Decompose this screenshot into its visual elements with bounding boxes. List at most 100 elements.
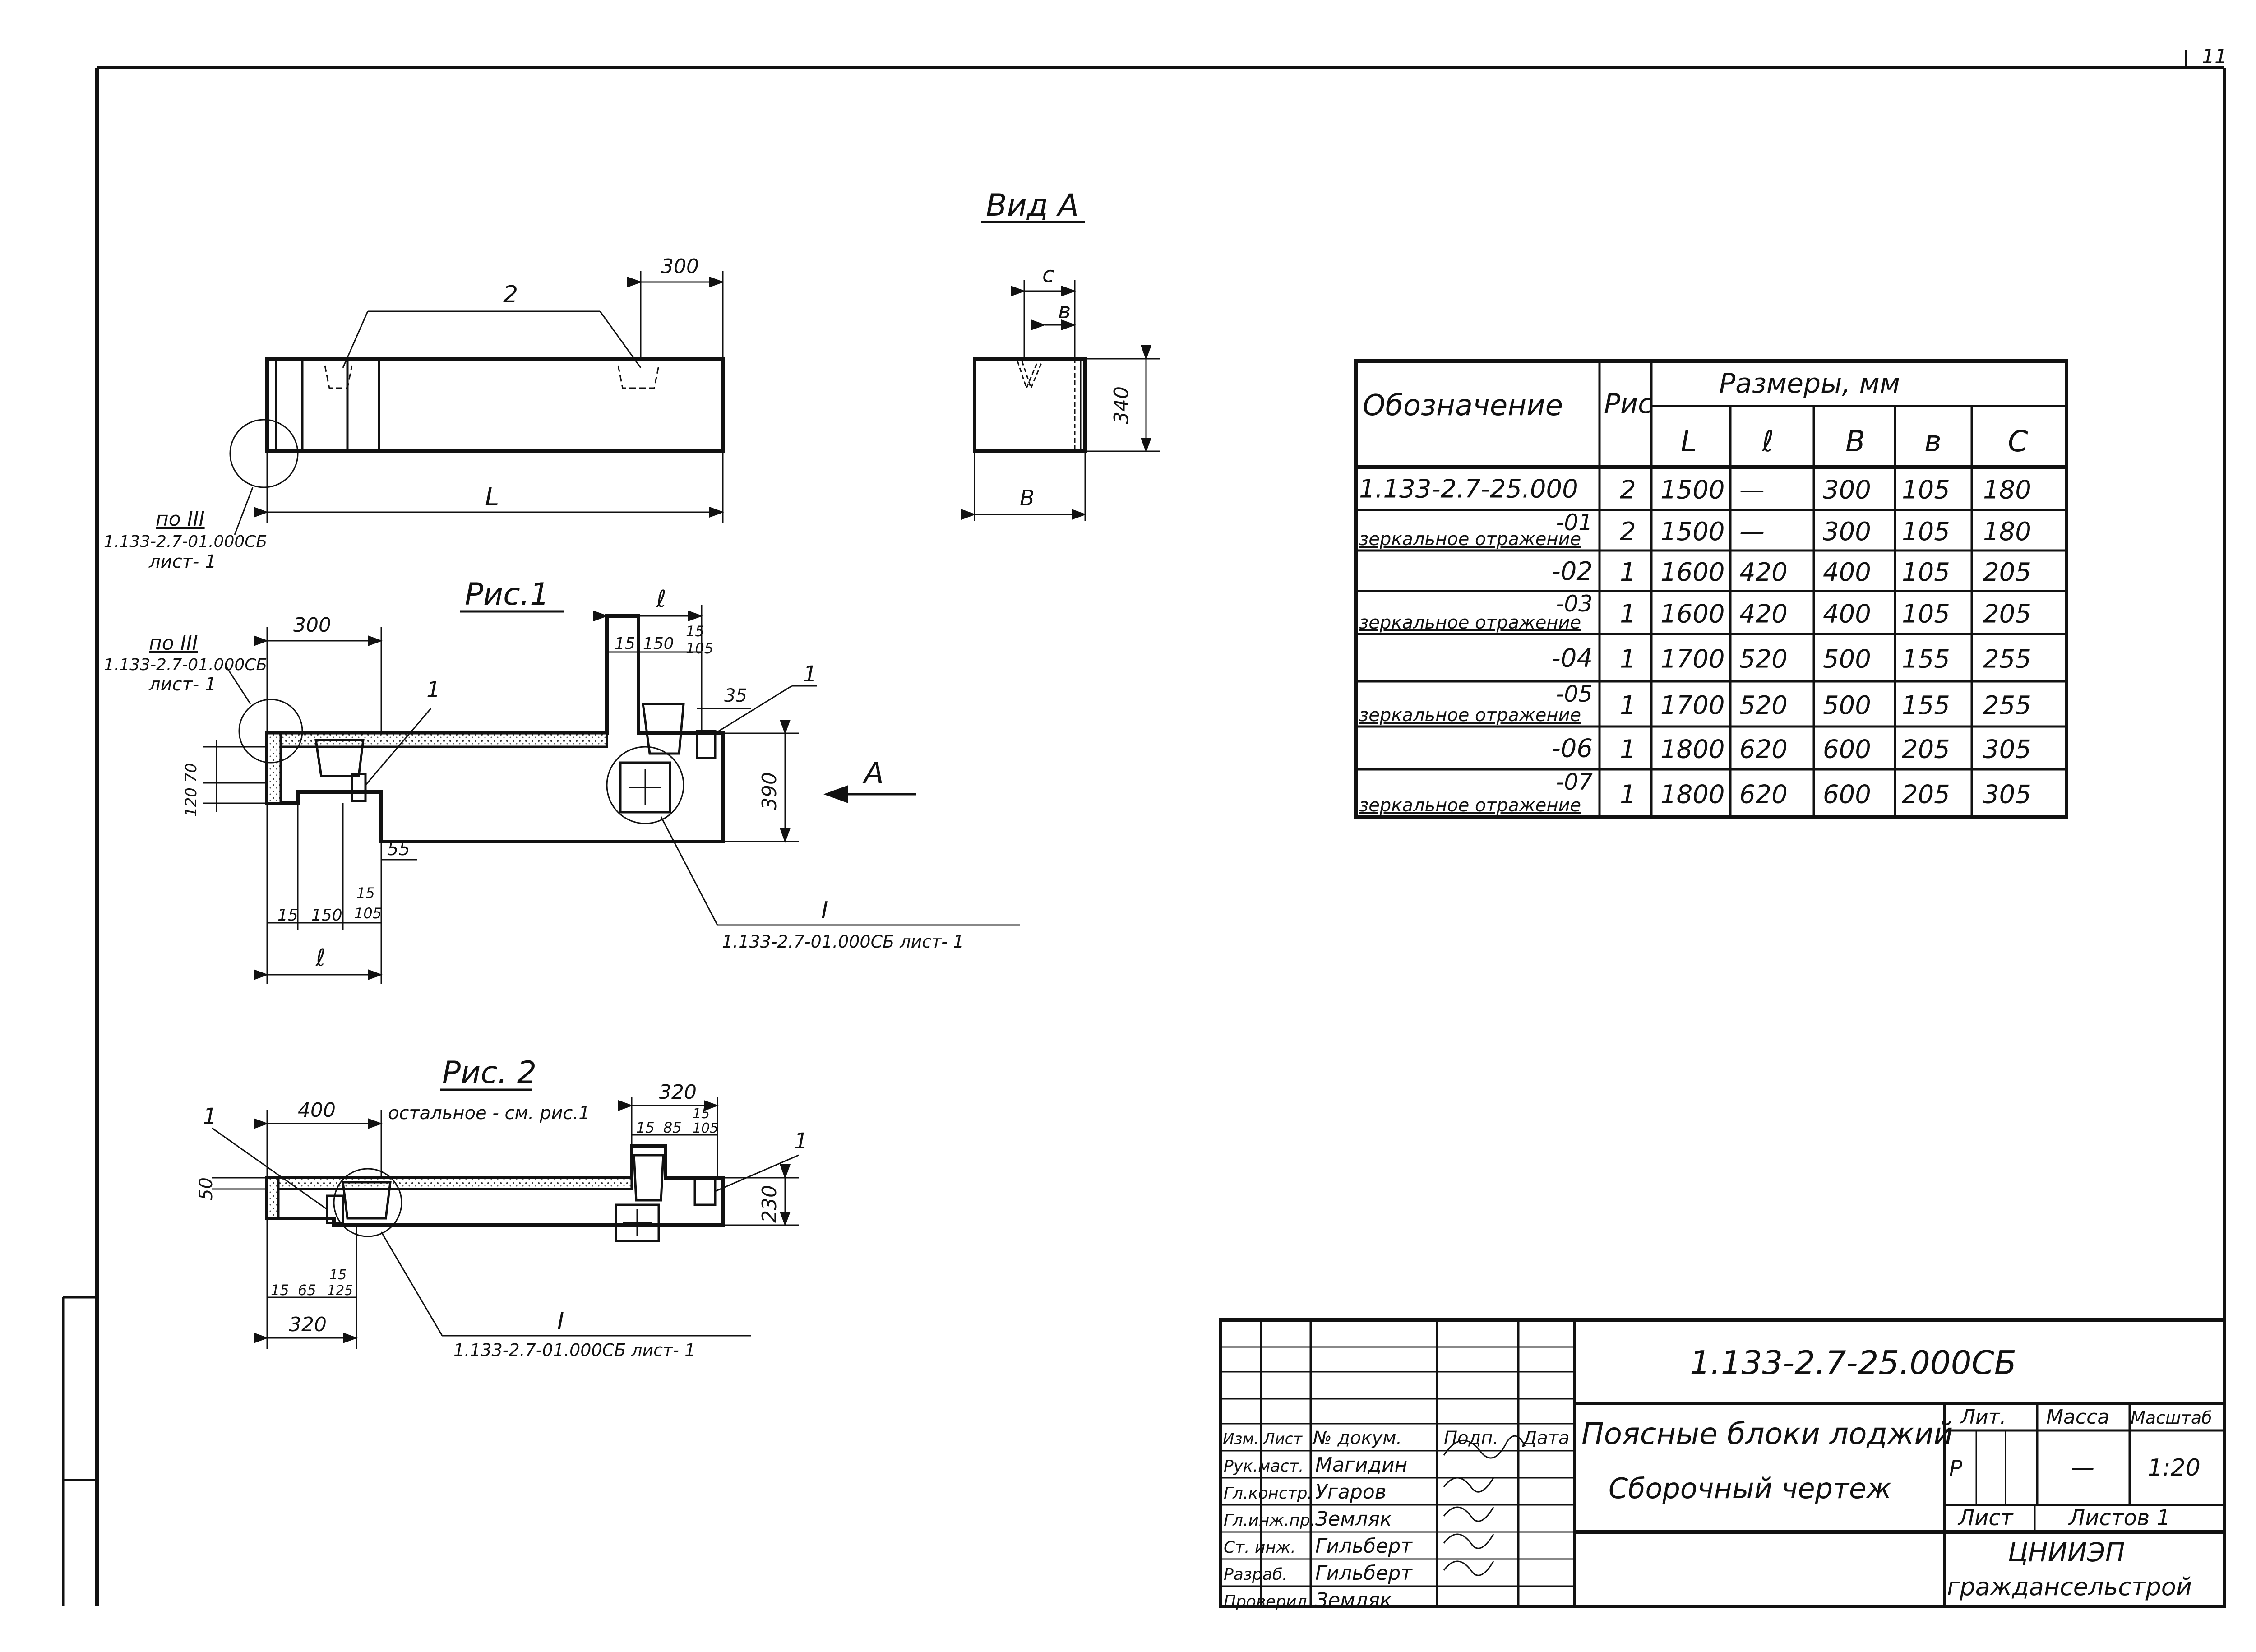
th-C: С	[2008, 425, 2028, 458]
row-cell-fig: 2	[1620, 476, 1636, 505]
th-B: В	[1845, 425, 1865, 458]
row-cell-b: 155	[1902, 645, 1950, 674]
sheet-frame: 11	[62, 45, 2227, 1606]
person-name: Магидин	[1315, 1453, 1407, 1476]
fig1-detail-ref: 1.133-2.7-01.000СБ лист- 1	[722, 932, 964, 952]
fig1-dim-300: 300	[293, 614, 331, 637]
row-cell-C: 255	[1983, 691, 2031, 720]
row-cell-fig: 1	[1620, 600, 1636, 629]
row-cell-L: 1600	[1660, 600, 1725, 629]
leader-2-label: 2	[503, 281, 518, 308]
fig1-dim-bottom-0: 15	[277, 906, 298, 925]
fig2-dim-bottom-2: 15	[329, 1267, 347, 1283]
fig2-subtitle: остальное - см. рис.1	[388, 1103, 590, 1124]
ref-doc-label: 1.133-2.7-01.000СБ	[104, 532, 267, 551]
view-a: Вид А с в 340 В	[961, 188, 1160, 521]
tb-lit-label: Лит.	[1960, 1406, 2006, 1429]
fig1-dim-top-0: 15	[615, 634, 635, 653]
dim-b-small-label: в	[1058, 298, 1071, 324]
fig1-leader-1b: 1	[803, 662, 817, 687]
person-role: Проверил	[1224, 1592, 1307, 1611]
fig2-dim-50: 50	[196, 1177, 217, 1200]
fig1-dim-l-top: ℓ	[656, 586, 666, 613]
row-cell-l: 520	[1739, 645, 1788, 674]
fig1-dim-top-3: 105	[686, 640, 713, 657]
row-cell-fig: 2	[1620, 517, 1636, 546]
top-view-plan: 2 300 L по III 1.133-2.7-01.000СБ лист- …	[104, 255, 725, 572]
person-name: Земляк	[1315, 1508, 1392, 1531]
row-note: зеркальное отражение	[1359, 612, 1581, 633]
fig1-dim-top-1: 150	[643, 634, 674, 653]
dim-B-label: В	[1020, 486, 1035, 511]
row-cell-b: 155	[1902, 691, 1950, 720]
fig2-dim-230: 230	[758, 1185, 781, 1223]
row-cell-B: 500	[1823, 691, 1871, 720]
tb-lit-value: Р	[1949, 1456, 1962, 1481]
person-name: Угаров	[1315, 1481, 1387, 1504]
tb-sheets-label: Листов 1	[2068, 1505, 2170, 1531]
fig1-dim-bottom-2: 15	[356, 884, 375, 902]
row-cell-fig: 1	[1620, 780, 1636, 810]
row-cell-l: 420	[1739, 600, 1788, 629]
tb-sheet-label: Лист	[1957, 1505, 2014, 1531]
fig2-title: Рис. 2	[442, 1055, 536, 1091]
ref-po-label: по III	[156, 508, 205, 531]
th-b: в	[1924, 425, 1942, 458]
person-name: Гильберт	[1315, 1535, 1413, 1558]
dim-340-label: 340	[1110, 386, 1133, 424]
row-designation: -03	[1556, 591, 1593, 617]
row-cell-b: 105	[1902, 558, 1950, 587]
row-cell-L: 1500	[1660, 517, 1725, 546]
row-cell-B: 400	[1823, 600, 1871, 629]
row-cell-C: 305	[1983, 780, 2031, 810]
row-cell-b: 105	[1902, 600, 1950, 629]
row-designation: -05	[1556, 681, 1593, 707]
row-cell-B: 300	[1823, 476, 1871, 505]
fig2-dim-top-1: 85	[663, 1119, 682, 1136]
row-designation: -07	[1556, 769, 1593, 795]
tb-col-list: Лист	[1262, 1430, 1303, 1448]
row-cell-C: 180	[1983, 476, 2031, 505]
fig2-dim-bottom-3: 125	[327, 1283, 353, 1299]
fig1-dims-left: 120 70	[182, 763, 200, 817]
row-cell-C: 180	[1983, 517, 2031, 546]
corner-sheet-number: 11	[2202, 45, 2227, 68]
tb-scale-value: 1:20	[2148, 1454, 2201, 1481]
row-cell-l: —	[1739, 476, 1765, 505]
row-designation: -06	[1552, 734, 1593, 764]
fig2-dim-top-0: 15	[636, 1119, 655, 1136]
dim-L-label: L	[485, 482, 499, 512]
row-cell-b: 105	[1902, 517, 1950, 546]
row-designation: -02	[1552, 557, 1593, 586]
person-role: Рук.маст.	[1224, 1457, 1304, 1476]
row-cell-C: 255	[1983, 645, 2031, 674]
row-cell-fig: 1	[1620, 645, 1636, 674]
fig1-dim-55: 55	[387, 839, 410, 860]
row-designation: 1.133-2.7-25.000	[1359, 475, 1578, 504]
tb-scale-label: Масштаб	[2131, 1408, 2212, 1428]
person-role: Гл.констр.	[1224, 1484, 1313, 1503]
row-cell-C: 205	[1983, 600, 2031, 629]
tb-title-line2: Сборочный чертеж	[1609, 1472, 1891, 1505]
fig1-dim-top-2: 15	[686, 623, 704, 640]
tb-title-line1: Поясные блоки лоджий	[1581, 1416, 1953, 1451]
tb-col-izm: Изм.	[1223, 1430, 1259, 1448]
fig1-leader-1a: 1	[426, 677, 440, 703]
fig2-dim-400: 400	[298, 1099, 336, 1122]
row-designation: -01	[1556, 509, 1593, 536]
row-note: зеркальное отражение	[1359, 705, 1581, 726]
row-note: зеркальное отражение	[1359, 795, 1581, 816]
tb-mass-value: —	[2071, 1454, 2094, 1481]
spec-table: Обозначение Рис Размеры, мм L ℓ В в С	[1354, 359, 2068, 819]
title-block-people: Рук.маст.МагидинГл.констр.УгаровГл.инж.п…	[1224, 1453, 1413, 1612]
row-cell-L: 1700	[1660, 645, 1725, 674]
row-cell-fig: 1	[1620, 558, 1636, 587]
fig2-leader-1a: 1	[203, 1104, 217, 1129]
row-cell-l: 520	[1739, 691, 1788, 720]
tb-doc-number: 1.133-2.7-25.000СБ	[1690, 1344, 2016, 1382]
row-cell-B: 300	[1823, 517, 1871, 546]
fig1-dim-bottom-3: 105	[354, 905, 382, 922]
fig1-title: Рис.1	[465, 577, 549, 612]
row-cell-L: 1700	[1660, 691, 1725, 720]
